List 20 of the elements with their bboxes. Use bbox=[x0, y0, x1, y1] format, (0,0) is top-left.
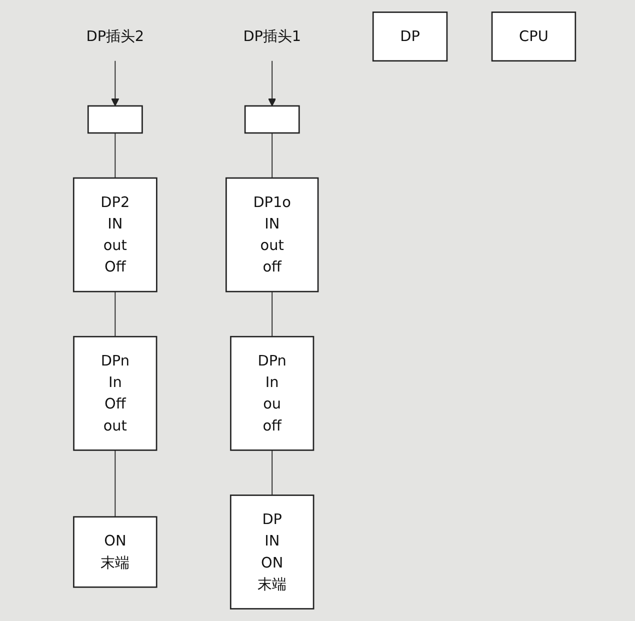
node-box: DP1o IN out off bbox=[226, 177, 319, 292]
node-box: DP2 IN out Off bbox=[73, 177, 158, 292]
node-box bbox=[244, 105, 300, 134]
node-box: DPn In Off out bbox=[73, 336, 158, 451]
node-box: CPU bbox=[492, 12, 576, 62]
node-box: DPn In ou off bbox=[230, 336, 314, 451]
connector bbox=[114, 450, 116, 518]
node-text: DP插头1 bbox=[243, 28, 302, 45]
connector bbox=[272, 132, 273, 178]
node-box bbox=[88, 105, 144, 134]
arrow bbox=[111, 60, 120, 106]
connector bbox=[114, 291, 116, 338]
connector bbox=[272, 291, 273, 338]
node-box: DP IN ON 末端 bbox=[230, 494, 314, 610]
connector bbox=[272, 450, 273, 496]
arrow bbox=[268, 60, 276, 106]
node-box: DP bbox=[372, 12, 448, 62]
node-box: ON 末端 bbox=[73, 516, 158, 588]
node-text: DP插头2 bbox=[86, 28, 144, 45]
connector bbox=[114, 132, 116, 178]
